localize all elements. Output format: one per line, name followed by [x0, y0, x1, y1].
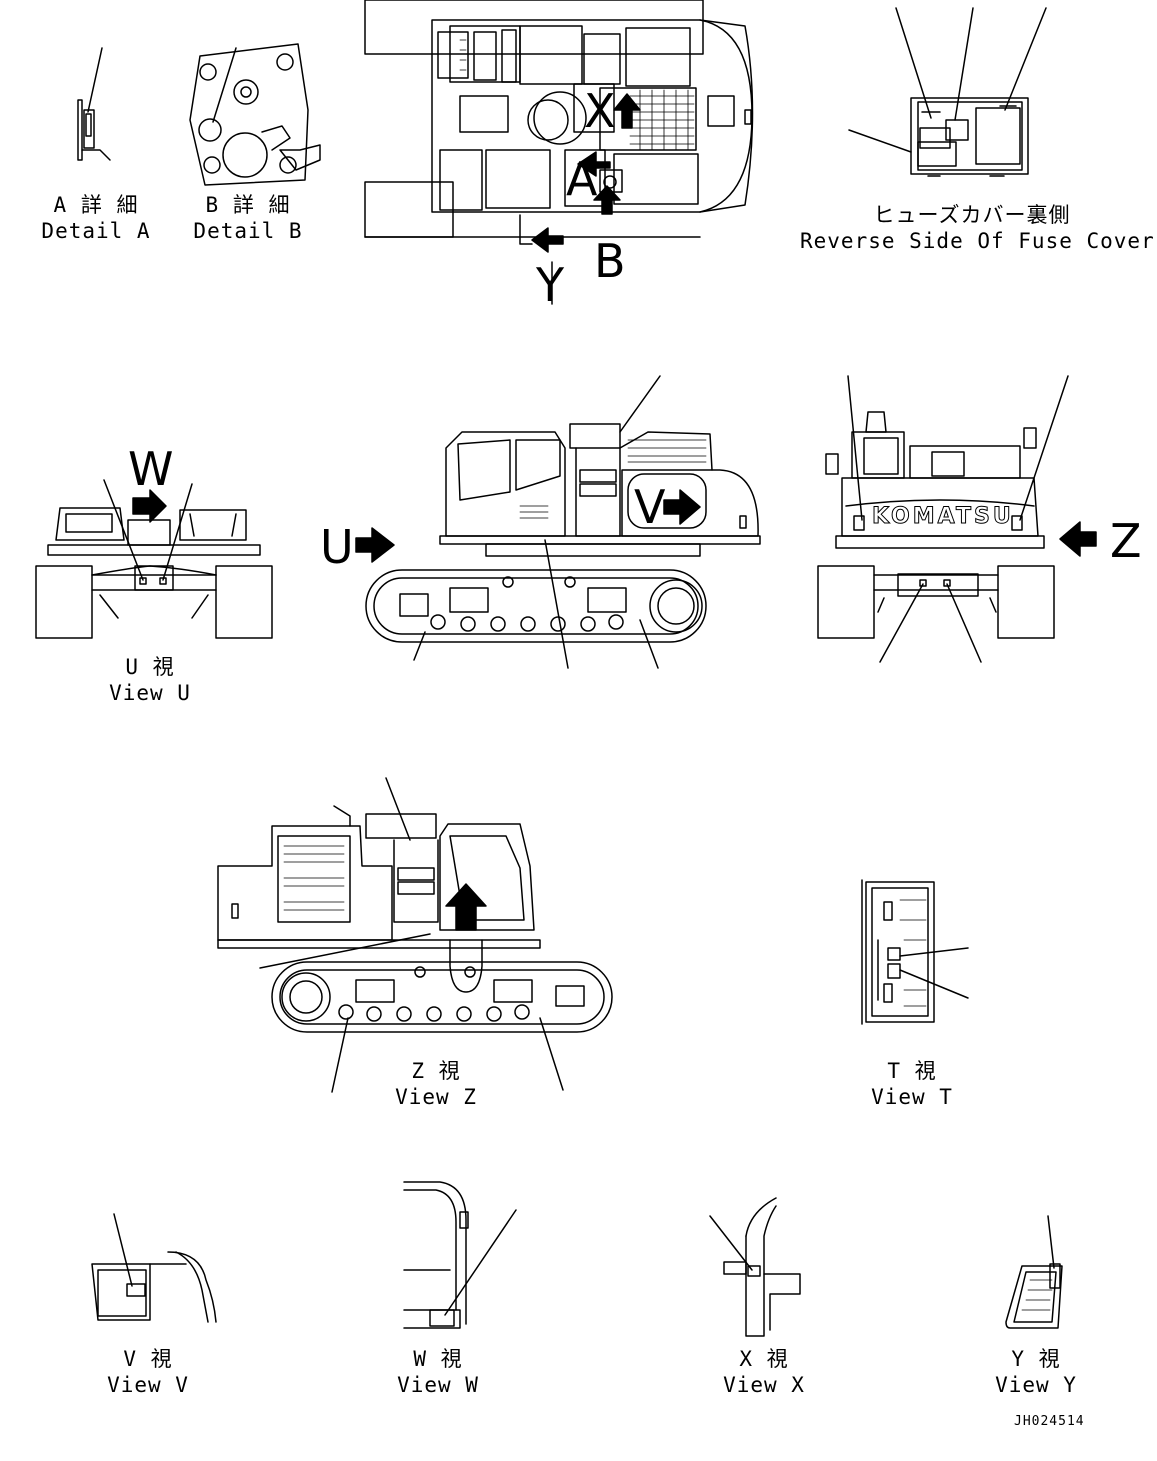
callout-z: Z	[1110, 514, 1142, 568]
detail-a-label-en: Detail A	[41, 219, 151, 243]
view-x-label-jp: X 視	[739, 1347, 789, 1371]
view-x-label: X 視 View X	[704, 1346, 824, 1398]
view-y-label: Y 視 View Y	[976, 1346, 1096, 1398]
view-z-label: Z 視 View Z	[376, 1058, 496, 1110]
detail-a-drawing	[77, 47, 111, 161]
callout-w: W	[128, 442, 174, 496]
detail-a-label-jp: A 詳 細	[53, 193, 139, 217]
view-y-drawing	[1005, 1215, 1063, 1329]
detail-b-label-en: Detail B	[193, 219, 303, 243]
view-v-label: V 視 View V	[88, 1346, 208, 1398]
detail-b-drawing	[189, 43, 321, 186]
top-plan-view	[364, 0, 754, 305]
callout-u: U	[320, 520, 354, 574]
komatsu-logo: KOMATSU	[872, 504, 1014, 530]
fuse-cover-label: ヒューズカバー裏側 Reverse Side Of Fuse Cover	[800, 202, 1155, 254]
view-v-label-en: View V	[107, 1373, 189, 1397]
view-x-label-en: View X	[723, 1373, 805, 1397]
view-u-label-jp: U 視	[125, 655, 175, 679]
view-u-drawing	[35, 479, 273, 639]
view-t-label-jp: T 視	[887, 1059, 937, 1083]
view-z-drawing	[217, 777, 613, 1093]
detail-b-label: B 詳 細 Detail B	[188, 192, 308, 244]
rear-view-drawing	[817, 375, 1097, 663]
fuse-cover-label-jp: ヒューズカバー裏側	[873, 203, 1071, 227]
view-v-drawing	[91, 1213, 217, 1323]
callout-b: B	[594, 234, 626, 288]
view-z-label-en: View Z	[395, 1085, 477, 1109]
view-u-label-en: View U	[109, 681, 191, 705]
view-t-label-en: View T	[871, 1085, 953, 1109]
callout-y: Y	[536, 258, 565, 312]
callout-x: X	[584, 84, 616, 138]
view-x-drawing	[709, 1197, 801, 1337]
fuse-cover-drawing	[848, 7, 1047, 177]
fuse-cover-label-en: Reverse Side Of Fuse Cover	[800, 229, 1155, 253]
view-z-label-jp: Z 視	[411, 1059, 461, 1083]
view-u-label: U 視 View U	[90, 654, 210, 706]
detail-a-label: A 詳 細 Detail A	[36, 192, 156, 244]
view-t-drawing	[861, 879, 969, 1025]
view-w-drawing	[403, 1181, 517, 1329]
side-view-drawing	[355, 375, 761, 669]
view-w-label: W 視 View W	[378, 1346, 498, 1398]
detail-b-label-jp: B 詳 細	[205, 193, 291, 217]
callout-v: V	[634, 480, 666, 534]
view-y-label-en: View Y	[995, 1373, 1077, 1397]
view-v-label-jp: V 視	[123, 1347, 173, 1371]
view-w-label-en: View W	[397, 1373, 479, 1397]
view-y-label-jp: Y 視	[1011, 1347, 1061, 1371]
view-t-label: T 視 View T	[852, 1058, 972, 1110]
drawing-number: JH024514	[1014, 1414, 1085, 1429]
callout-a: A	[566, 152, 598, 206]
view-w-label-jp: W 視	[413, 1347, 463, 1371]
